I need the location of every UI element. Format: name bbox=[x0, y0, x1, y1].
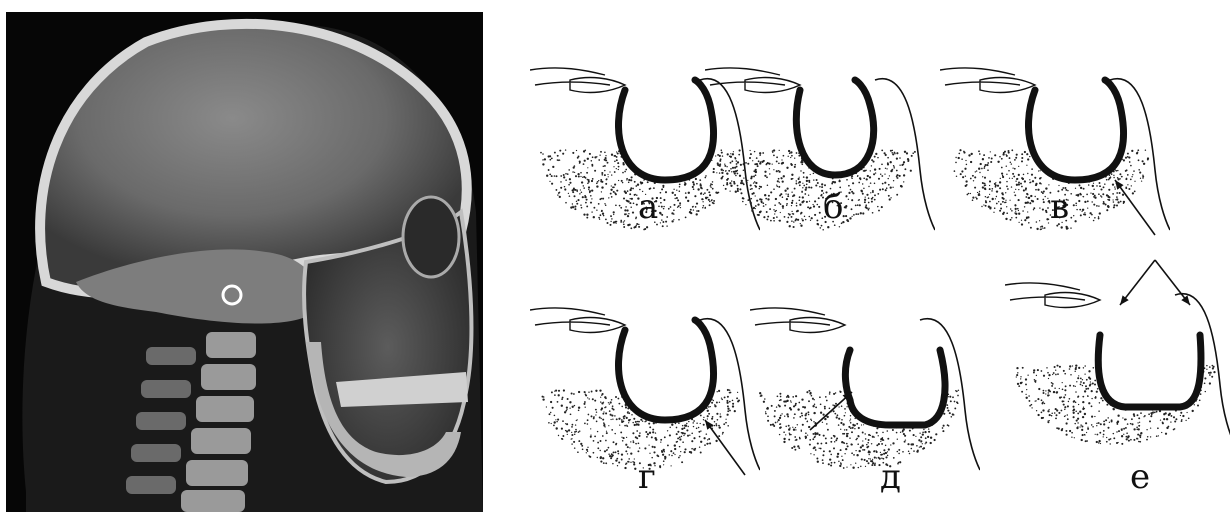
skull-xray-image bbox=[6, 12, 483, 512]
panel-label-5: д bbox=[880, 460, 901, 494]
alveolar-socket-diagram: а б в г д е bbox=[500, 0, 1230, 515]
panel-label-6: е bbox=[1130, 460, 1150, 494]
socket-panel-6 bbox=[1005, 255, 1230, 455]
socket-panel-5 bbox=[750, 280, 980, 480]
socket-panel-4 bbox=[530, 280, 760, 480]
panel-label-4: г bbox=[638, 460, 656, 494]
panel-label-2: б bbox=[823, 190, 843, 224]
socket-panel-2 bbox=[705, 40, 935, 240]
panel-label-1: а bbox=[638, 190, 658, 224]
panel-label-3: в bbox=[1050, 190, 1069, 224]
